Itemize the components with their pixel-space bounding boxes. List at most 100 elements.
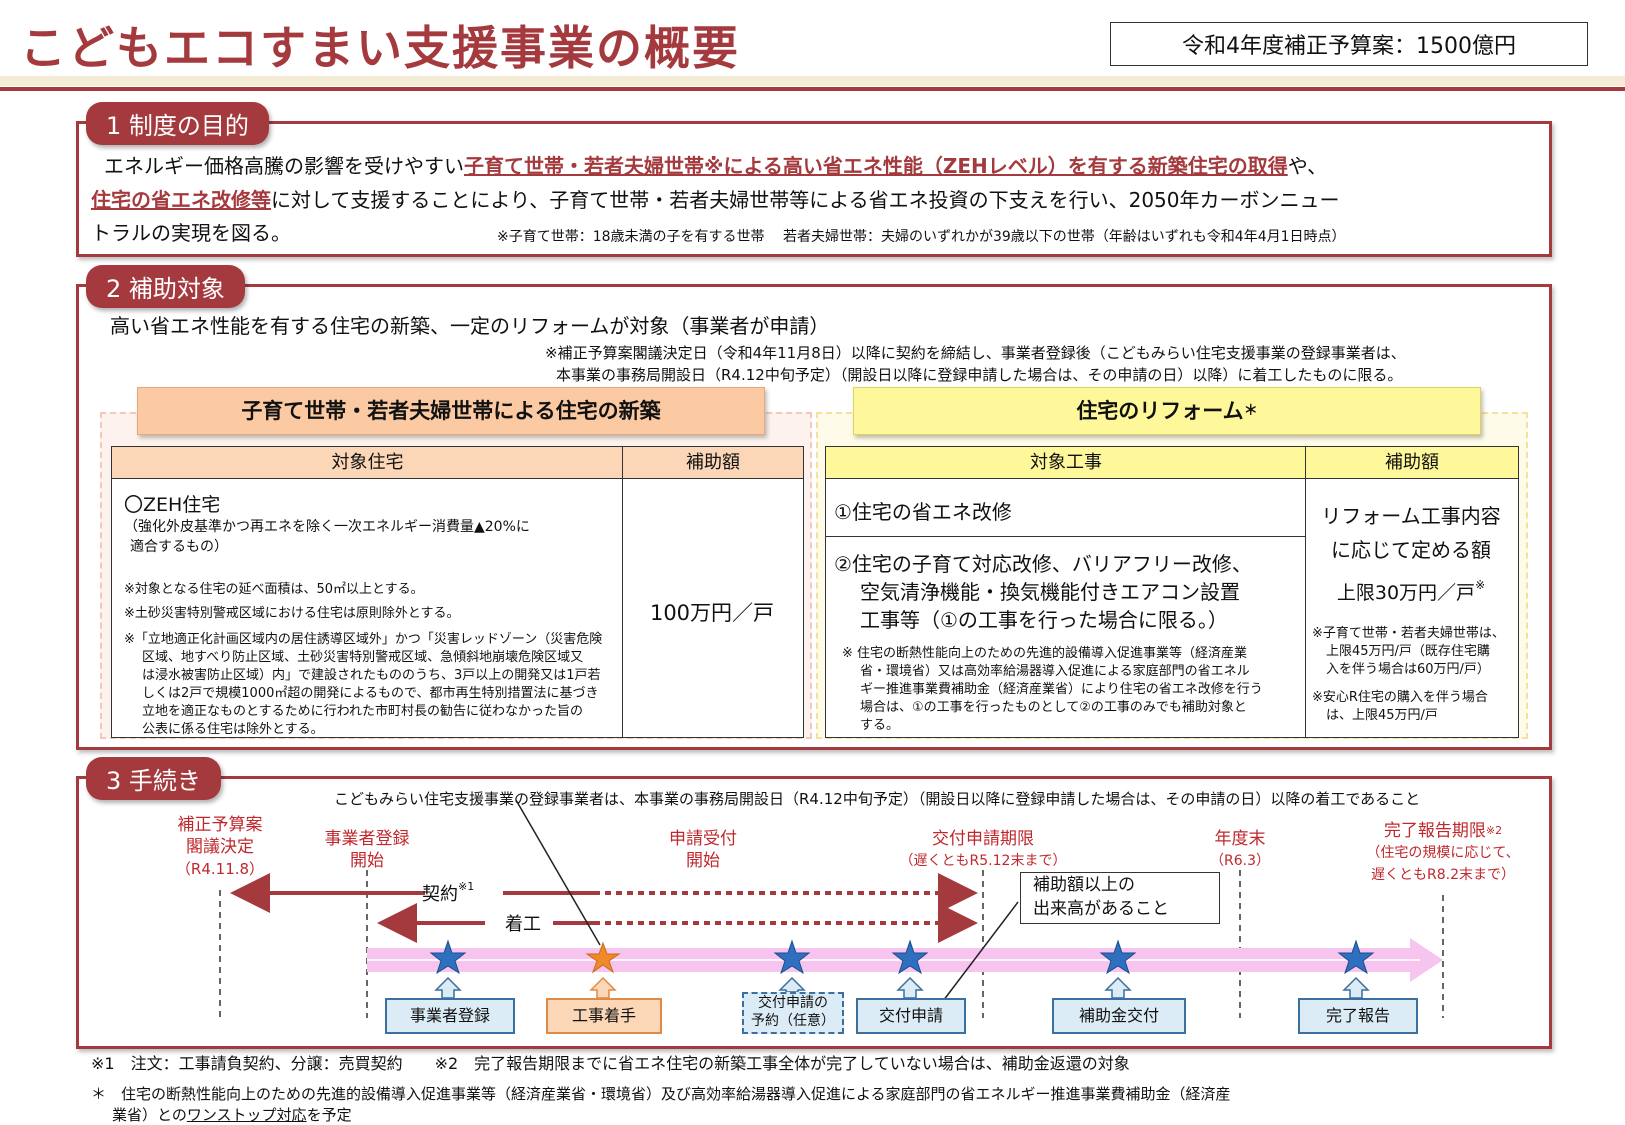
newbuild-note-redzone-4: しくは2戸で規模1000㎡超の開発によるもので、都市再生特別措置法に基づき	[142, 686, 599, 701]
step-registration: 事業者登録	[385, 998, 515, 1034]
reform-limit-mark: ※	[1475, 578, 1486, 592]
header-rule	[0, 87, 1625, 91]
milestone-fiscal-end-1: 年度末	[1214, 829, 1266, 849]
milestone-cabinet-1: 補正予算案	[177, 815, 263, 835]
newbuild-note-sediment: ※土砂災害特別警戒区域における住宅は原則除外とする。	[124, 606, 460, 621]
purpose-note: ※子育て世帯：18歳未満の子を有する世帯 若者夫婦世帯：夫婦のいずれかが39歳以…	[497, 229, 1346, 245]
purpose-text: エネルギー価格高騰の影響を受けやすい	[104, 154, 464, 178]
target-lead: 高い省エネ性能を有する住宅の新築、一定のリフォームが対象（事業者が申請）	[110, 314, 830, 338]
purpose-text: に対して支援することにより、子育て世帯・若者夫婦世帯等による省エネ投資の下支えを…	[271, 188, 1340, 212]
milestone-report-mark: ※2	[1485, 824, 1503, 837]
construction-label: 着工	[505, 914, 541, 935]
section-purpose	[76, 121, 1552, 257]
footer-note-1: ※1 注文：工事請負契約、分譲：売買契約 ※2 完了報告期限までに省エネ住宅の新…	[91, 1054, 1130, 1073]
milestone-registration-1: 事業者登録	[324, 829, 410, 849]
footer-note-3: 業省）とのワンストップ対応を予定	[112, 1104, 352, 1125]
reform-item-2-line-2: 空気清浄機能・換気機能付きエアコン設置	[860, 580, 1240, 604]
milestone-deadline-2: （遅くともR5.12末まで）	[899, 853, 1067, 869]
progress-callout-1: 補助額以上の	[1033, 875, 1135, 895]
target-note-2: 本事業の事務局開設日（R4.12中旬予定）（開設日以降に登録申請した場合は、その…	[556, 366, 1403, 384]
newbuild-note-redzone-1: ※「立地適正化計画区域内の居住誘導区域外」かつ「災害レッドゾーン（災害危険	[124, 632, 603, 647]
step-construction-start: 工事着手	[546, 998, 662, 1034]
section-target	[76, 284, 1552, 750]
purpose-line-2: 住宅の省エネ改修等に対して支援することにより、子育て世帯・若者夫婦世帯等による省…	[91, 184, 1340, 213]
reform-amount-note-5: は、上限45万円/戸	[1326, 708, 1438, 723]
reform-item-2-line-1: ②住宅の子育て対応改修、バリアフリー改修、	[834, 552, 1252, 576]
page-title: こどもエコすまい支援事業の概要	[20, 21, 740, 75]
milestone-cabinet: 補正予算案 閣議決定 （R4.11.8）	[150, 814, 290, 880]
milestone-report: 完了報告期限※2 （住宅の規模に応じて、 遅くともR8.2末まで）	[1348, 820, 1538, 886]
reform-note-4: 場合は、①の工事を行ったものとして②の工事のみでも補助対象と	[860, 700, 1247, 715]
step-reservation-2: 予約（任意）	[751, 1013, 835, 1029]
newbuild-note-redzone-6: 公表に係る住宅は除外とする。	[142, 722, 324, 737]
step-grant-application: 交付申請	[856, 998, 966, 1034]
contract-label: 契約※1	[422, 880, 474, 906]
milestone-fiscal-end: 年度末 （R6.3）	[1190, 828, 1290, 872]
contract-mark: ※1	[458, 880, 475, 893]
milestone-registration: 事業者登録 開始	[297, 828, 437, 872]
newbuild-amount: 100万円／戸	[649, 601, 775, 625]
milestone-deadline-1: 交付申請期限	[932, 829, 1034, 849]
reform-amount-1: リフォーム工事内容	[1321, 504, 1501, 528]
newbuild-caption: 子育て世帯・若者夫婦世帯による住宅の新築	[137, 387, 765, 435]
progress-callout-2: 出来高があること	[1033, 899, 1169, 919]
reform-caption-mark: ＊	[1243, 403, 1258, 419]
milestone-cabinet-3: （R4.11.8）	[175, 860, 265, 878]
reform-note-3: ギー推進事業費補助金（経済産業省）により住宅の省エネ改修を行う	[860, 682, 1263, 697]
purpose-highlight-newbuild: 子育て世帯・若者夫婦世帯※による高い省エネ性能（ZEHレベル）を有する新築住宅の…	[464, 154, 1288, 178]
reform-item-1: ①住宅の省エネ改修	[834, 500, 1012, 524]
budget-box: 令和4年度補正予算案：1500億円	[1110, 22, 1588, 66]
section-procedure-tab: 3 手続き	[86, 757, 221, 800]
footer-note-3a: 業省）との	[112, 1106, 187, 1124]
section-procedure	[76, 776, 1552, 1049]
reform-amount-cell	[1305, 478, 1519, 738]
section-target-tab: 2 補助対象	[86, 265, 245, 308]
milestone-application-2: 開始	[686, 851, 720, 871]
zeh-sub-2: 適合するもの）	[130, 539, 228, 555]
footer-note-2: ＊ 住宅の断熱性能向上のための先進的設備導入促進事業等（経済産業省・環境省）及び…	[91, 1085, 1231, 1103]
reform-amount-note-2: 上限45万円/戸（既存住宅購	[1326, 644, 1490, 659]
newbuild-note-redzone-3: は浸水被害防止区域）内」で建設されたもののうち、3戸以上の開発又は1戸若	[142, 668, 601, 683]
milestone-report-title: 完了報告期限	[1383, 821, 1486, 841]
footer-one-stop: ワンストップ対応	[186, 1106, 307, 1124]
header-band	[0, 76, 1625, 86]
newbuild-note-redzone-2: 区域、地すべり防止区域、土砂災害特別警戒区域、急傾斜地崩壊危険区域又	[142, 650, 584, 665]
newbuild-note-area: ※対象となる住宅の延べ面積は、50㎡以上とする。	[124, 582, 424, 597]
purpose-line-3: トラルの実現を図る。	[91, 221, 291, 245]
reform-amount-note-4: ※安心R住宅の購入を伴う場合	[1312, 690, 1488, 705]
reform-note-5: する。	[860, 718, 900, 733]
purpose-line-1: エネルギー価格高騰の影響を受けやすい子育て世帯・若者夫婦世帯※による高い省エネ性…	[104, 150, 1327, 179]
reform-item-2-line-3: 工事等（①の工事を行った場合に限る。）	[860, 608, 1228, 632]
step-reservation-1: 交付申請の	[758, 995, 828, 1011]
milestone-fiscal-end-2: （R6.3）	[1210, 853, 1270, 869]
step-reservation: 交付申請の 予約（任意）	[742, 992, 844, 1034]
procedure-top-note: こどもみらい住宅支援事業の登録事業者は、本事業の事務局開設日（R4.12中旬予定…	[334, 790, 1421, 808]
newbuild-amount-cell	[622, 478, 804, 738]
progress-callout: 補助額以上の 出来高があること	[1020, 872, 1220, 924]
reform-limit: 上限30万円／戸※	[1305, 578, 1517, 605]
reform-caption-text: 住宅のリフォーム	[1076, 399, 1244, 423]
contract-text: 契約	[422, 884, 458, 905]
zeh-item: 〇ZEH住宅	[124, 494, 221, 516]
newbuild-note-redzone-5: 立地を適正なものとするために行われた市町村長の勧告に従わなかった旨の	[142, 704, 583, 719]
reform-amount-note-1: ※子育て世帯・若者夫婦世帯は、	[1312, 626, 1505, 641]
reform-caption: 住宅のリフォーム＊	[853, 387, 1481, 435]
milestone-registration-2: 開始	[350, 851, 384, 871]
reform-col-amount: 補助額	[1305, 446, 1519, 480]
milestone-cabinet-2: 閣議決定	[186, 837, 254, 857]
reform-amount-note-3: 入を伴う場合は60万円/戸）	[1326, 662, 1490, 677]
milestone-report-3: 遅くともR8.2末まで）	[1371, 867, 1515, 883]
milestone-report-1: 完了報告期限※2	[1348, 820, 1538, 842]
reform-amount-2: に応じて定める額	[1331, 538, 1491, 562]
newbuild-target-cell	[111, 478, 624, 738]
section-purpose-tab: 1 制度の目的	[86, 102, 269, 145]
reform-note-2: 省・環境省）又は高効率給湯器導入促進による家庭部門の省エネル	[860, 664, 1250, 679]
step-completion-report: 完了報告	[1298, 998, 1418, 1034]
milestone-report-2: （住宅の規模に応じて、	[1366, 845, 1520, 861]
reform-note-1: ※ 住宅の断熱性能向上のための先進的設備導入促進事業等（経済産業	[842, 646, 1248, 661]
milestone-application: 申請受付 開始	[633, 828, 773, 872]
milestone-application-1: 申請受付	[669, 829, 737, 849]
purpose-highlight-reform: 住宅の省エネ改修等	[91, 188, 271, 212]
target-note-1: ※補正予算案閣議決定日（令和4年11月8日）以降に契約を締結し、事業者登録後（こ…	[545, 344, 1406, 362]
